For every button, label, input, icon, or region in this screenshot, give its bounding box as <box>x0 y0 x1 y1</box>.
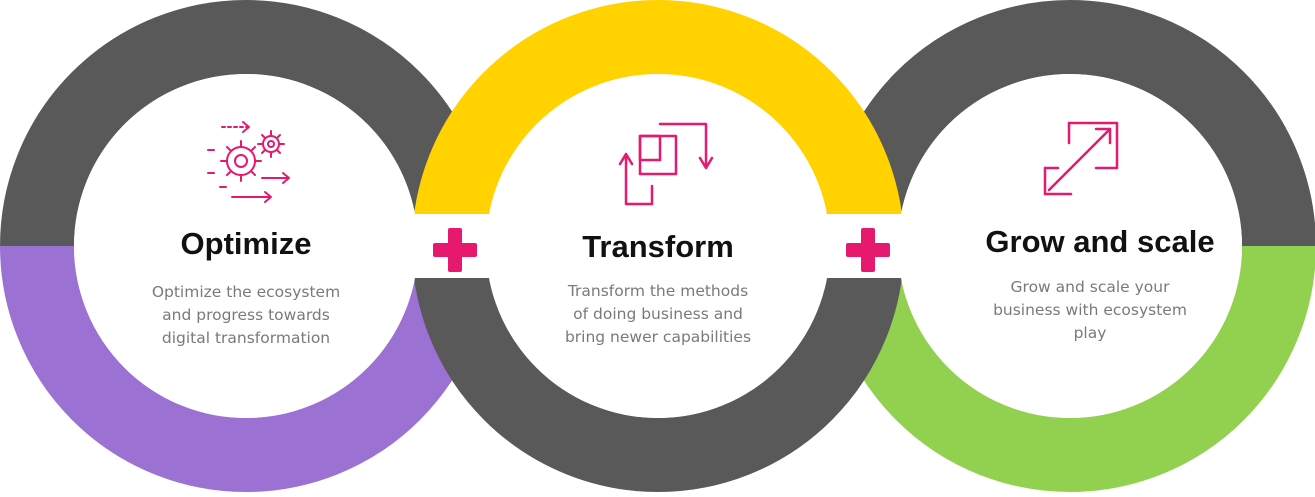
ring-transform <box>412 0 904 492</box>
card-description-grow: Grow and scale your business with ecosys… <box>993 278 1187 342</box>
ring-grow <box>824 0 1315 492</box>
ring-transform-top-arc <box>412 0 904 246</box>
ring-transform-bottom-arc <box>412 246 904 492</box>
ring-optimize-top-arc <box>0 0 492 246</box>
plus-icon <box>846 228 890 272</box>
gears-arrows-icon <box>207 121 290 203</box>
card-description-transform: Transform the methods of doing business … <box>564 282 752 346</box>
ring-optimize-bottom-arc <box>0 246 492 492</box>
inner-disc-optimize <box>74 74 418 418</box>
rotate-squares-icon <box>618 122 714 206</box>
plus-icon <box>433 228 477 272</box>
card-title-transform: Transform <box>582 229 734 264</box>
ring-optimize <box>0 0 492 492</box>
card-description-optimize: Optimize the ecosystem and progress towa… <box>151 283 341 347</box>
inner-disc-grow <box>898 74 1242 418</box>
card-title-grow: Grow and scale <box>985 224 1215 259</box>
inner-disc-transform <box>486 74 830 418</box>
ring-grow-bottom-arc <box>824 246 1315 492</box>
expand-arrow-icon <box>1043 121 1119 196</box>
card-title-optimize: Optimize <box>180 226 312 261</box>
ring-grow-top-arc <box>824 0 1315 246</box>
